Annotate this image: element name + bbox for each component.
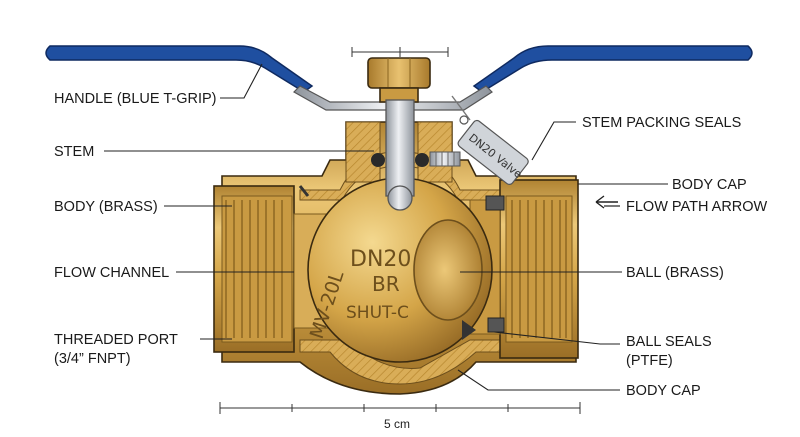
ball-marking-line3: SHUT-C	[346, 303, 409, 323]
right-threaded-port	[499, 179, 579, 359]
bottom-scale-bar: 5 cm	[219, 402, 581, 431]
handle-right-grip	[472, 45, 753, 93]
label-flow-channel: FLOW CHANNEL	[54, 265, 169, 281]
label-stem-packing-seals: STEM PACKING SEALS	[582, 115, 741, 131]
label-stem: STEM	[54, 144, 94, 160]
label-ball: BALL (BRASS)	[626, 265, 724, 281]
label-threaded-port-2: (3/4” FNPT)	[54, 351, 131, 367]
handle	[45, 45, 753, 111]
label-body-cap-top: BODY CAP	[672, 177, 747, 193]
ball-marking-line1: DN20	[350, 247, 411, 272]
handle-steel-bar	[293, 85, 493, 111]
left-threaded-port	[213, 185, 295, 353]
leader-lines	[104, 63, 668, 391]
ball-marking-line2: BR	[372, 272, 400, 296]
stem-packing-seals	[371, 151, 461, 167]
label-body: BODY (BRASS)	[54, 199, 158, 215]
handle-left-grip	[45, 45, 314, 93]
stem	[385, 99, 415, 211]
ball-seals	[298, 185, 505, 340]
label-ball-seals-1: BALL SEALS	[626, 334, 712, 350]
top-scale-bar	[351, 47, 449, 57]
ball: DN20 BR SHUT-C	[307, 177, 493, 363]
label-body-cap-bottom: BODY CAP	[626, 383, 701, 399]
label-handle: HANDLE (BLUE T-GRIP)	[54, 91, 217, 107]
label-threaded-port-1: THREADED PORT	[54, 332, 178, 348]
flow-path-arrow-icon	[595, 195, 620, 209]
label-flow-path-arrow: FLOW PATH ARROW	[626, 199, 768, 215]
label-ball-seals-2: (PTFE)	[626, 353, 673, 369]
scale-label: 5 cm	[384, 417, 410, 431]
ball-bore	[413, 219, 483, 321]
stem-nut	[367, 57, 431, 103]
